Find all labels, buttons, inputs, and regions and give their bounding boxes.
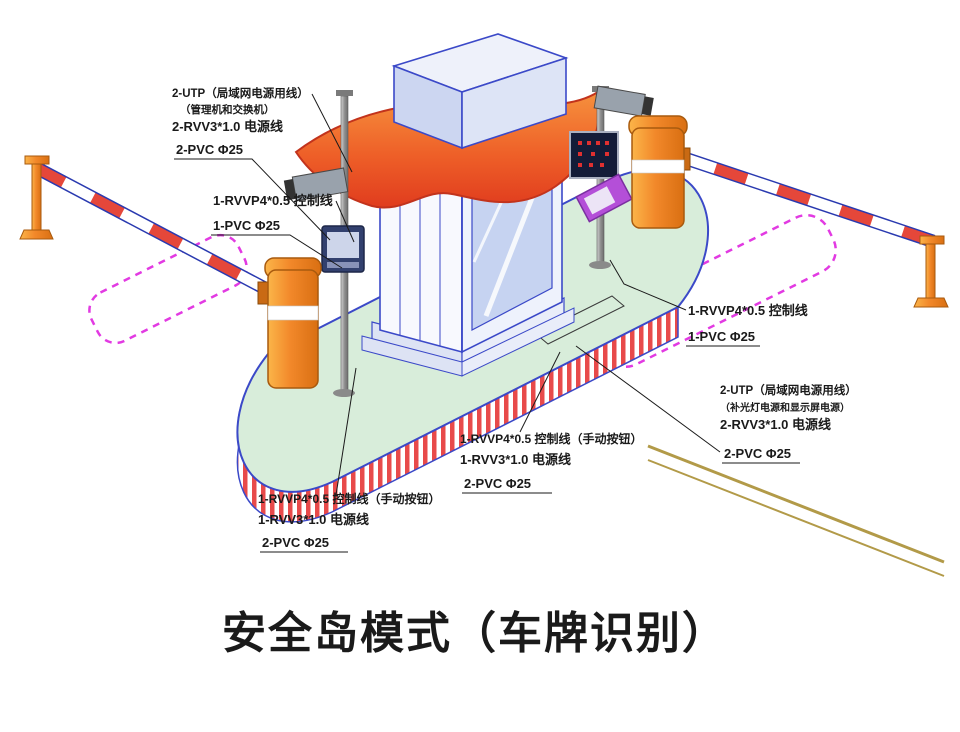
label-left-mid-line2: 1-PVC Φ25: [213, 218, 280, 233]
right-support-post: [925, 243, 936, 301]
right-support-base: [913, 297, 949, 308]
booth-platform: [361, 297, 575, 377]
right-post-white-band: [631, 159, 685, 174]
label-left-mid-line1: 1-RVVP4*0.5 控制线: [213, 193, 333, 208]
leader-center-bottom: [519, 351, 561, 433]
left-support-base: [19, 229, 54, 240]
leader-left-mid-2: [211, 234, 343, 269]
label-right-mid-line1: 1-RVVP4*0.5 控制线: [688, 303, 808, 318]
leader-left-top-1: [311, 93, 353, 173]
label-center-bottom-line3: 2-PVC Φ25: [464, 476, 531, 491]
left-arm-support-pole: [19, 155, 54, 240]
camera-lens-icon: [641, 96, 654, 116]
ground-loop-left: [88, 233, 248, 345]
left-barrier-post: [267, 269, 319, 389]
lpr-camera: [575, 173, 633, 223]
left-post-white-band: [267, 305, 319, 321]
label-right-low-line2: （补光灯电源和显示屏电源）: [720, 401, 850, 414]
top-box-right-face: [461, 56, 567, 150]
leader-left-mid-1: [335, 200, 355, 243]
booth-top-box: [391, 33, 569, 150]
right-arm-support-pole: [913, 235, 949, 308]
right-pole-base: [589, 261, 611, 269]
leader-lines: [174, 93, 800, 553]
loop-left-outline: [88, 233, 248, 345]
label-right-low-line4: 2-PVC Φ25: [724, 446, 791, 461]
camera-body-icon: [291, 167, 349, 202]
curb-line-1: [647, 444, 945, 564]
right-support-cradle: [919, 235, 945, 245]
left-support-post: [31, 163, 42, 231]
label-right-mid-line2: 1-PVC Φ25: [688, 329, 755, 344]
left-pole-cap: [336, 90, 353, 96]
label-right-low-line3: 2-RVV3*1.0 电源线: [720, 417, 831, 432]
label-left-top-line4: 2-PVC Φ25: [176, 142, 243, 157]
label-right-low-line1: 2-UTP（局域网电源用线）: [720, 383, 857, 397]
diagram-title: 安全岛模式（车牌识别）: [222, 608, 728, 658]
leader-right-mid: [609, 259, 687, 311]
left-camera: [283, 167, 349, 202]
label-left-bottom-line1: 1-RVVP4*0.5 控制线（手动按钮）: [258, 491, 441, 506]
label-left-top-line3: 2-RVV3*1.0 电源线: [172, 119, 283, 134]
left-control-panel: [327, 262, 359, 268]
platform-step-right: [461, 307, 575, 377]
left-camera-pole: [283, 90, 365, 397]
left-pole-base: [333, 389, 355, 397]
right-camera-pole: [569, 85, 654, 269]
left-barrier-gate: [19, 155, 322, 389]
leader-left-top-2: [174, 158, 331, 241]
right-barrier-arm: [681, 151, 936, 248]
label-left-bottom-line3: 2-PVC Φ25: [262, 535, 329, 550]
leader-right-low: [575, 345, 721, 453]
right-arm-striped: [681, 151, 936, 248]
led-display-dots: [578, 141, 609, 167]
label-center-bottom-line1: 1-RVVP4*0.5 控制线（手动按钮）: [460, 431, 643, 446]
curb-line-2: [647, 459, 945, 577]
label-left-bottom-line2: 1-RVV3*1.0 电源线: [258, 512, 369, 527]
label-left-top-line1: 2-UTP（局域网电源用线）: [172, 86, 309, 100]
island-conduit-trench: [535, 295, 625, 345]
leader-left-bottom: [335, 367, 357, 496]
right-camera: [593, 85, 654, 117]
label-left-top-line2: （管理机和交换机）: [180, 103, 275, 116]
label-center-bottom-line2: 1-RVV3*1.0 电源线: [460, 452, 571, 467]
lpr-camera-face: [583, 186, 616, 215]
left-control-screen: [327, 232, 359, 258]
cable-labels: 2-UTP（局域网电源用线） （管理机和交换机） 2-RVV3*1.0 电源线 …: [172, 86, 857, 550]
curb-lines: [647, 444, 945, 577]
left-support-cradle: [24, 155, 50, 165]
right-barrier-gate: [628, 115, 949, 308]
right-barrier-post: [631, 127, 685, 229]
